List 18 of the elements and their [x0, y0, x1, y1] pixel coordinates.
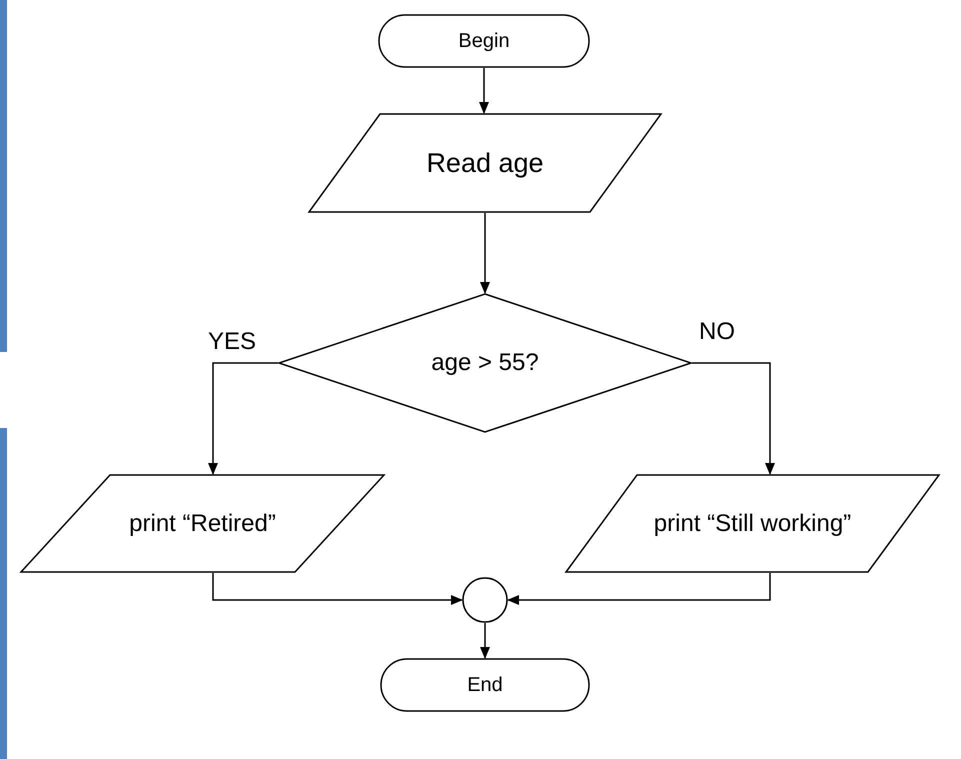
arrow — [208, 362, 278, 475]
node-label: print “Still working” — [654, 510, 852, 538]
node-label: Begin — [458, 30, 510, 52]
arrow — [507, 573, 771, 605]
arrow — [480, 213, 490, 294]
arrow — [480, 623, 490, 659]
decision-diamond — [278, 293, 692, 433]
node-label: Read age — [426, 148, 544, 178]
node-label: age > 55? — [431, 349, 539, 377]
arrow — [479, 68, 489, 114]
io-parallelogram — [308, 113, 662, 213]
arrow — [212, 573, 463, 605]
io-parallelogram — [20, 474, 385, 573]
node-label: End — [467, 674, 503, 696]
io-parallelogram — [565, 474, 940, 573]
arrow — [692, 362, 775, 475]
node-label: print “Retired” — [129, 510, 276, 538]
connector-circle — [462, 577, 508, 623]
